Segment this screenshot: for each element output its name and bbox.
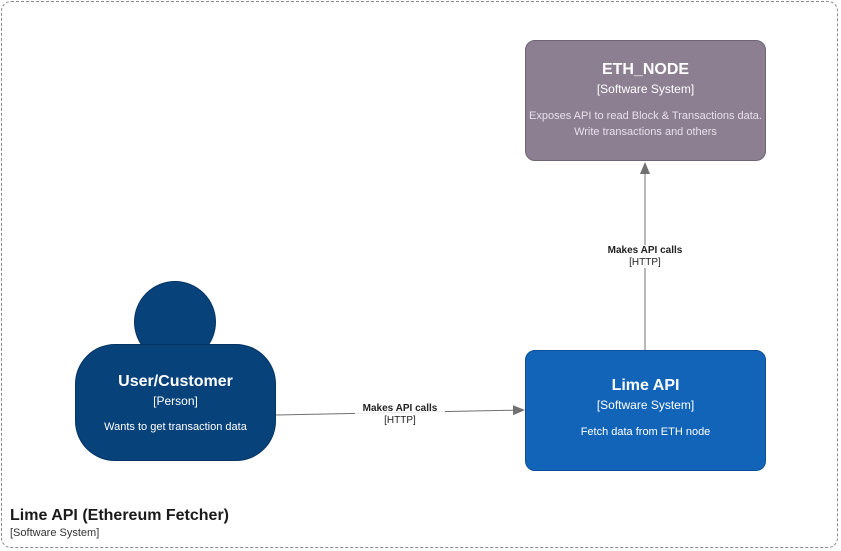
edge-label-text: Makes API calls	[362, 403, 438, 414]
eth-node-type: [Software System]	[596, 82, 695, 96]
eth-node-title: ETH_NODE	[601, 61, 690, 78]
user-title: User/Customer	[118, 373, 233, 390]
lime-api-box[interactable]: Lime API [Software System] Fetch data fr…	[525, 350, 766, 471]
user-type: [Person]	[153, 394, 198, 408]
lime-api-title: Lime API	[611, 377, 680, 394]
eth-node-description: Exposes API to read Block & Transactions…	[529, 110, 762, 138]
user-description: Wants to get transaction data	[104, 421, 247, 433]
lime-api-description: Fetch data from ETH node	[580, 426, 711, 438]
edge-label-lime-to-eth: Makes API calls [HTTP]	[600, 245, 690, 268]
boundary-title: Lime API (Ethereum Fetcher)	[10, 507, 230, 524]
boundary-type: [Software System]	[10, 527, 100, 539]
edge-label-technology: [HTTP]	[384, 415, 416, 426]
user-customer-box[interactable]: User/Customer [Person] Wants to get tran…	[75, 344, 276, 461]
lime-api-type: [Software System]	[596, 398, 695, 412]
edge-label-technology: [HTTP]	[629, 257, 661, 268]
edge-label-user-to-lime: Makes API calls [HTTP]	[355, 403, 445, 426]
eth-node-box[interactable]: ETH_NODE [Software System] Exposes API t…	[525, 40, 766, 161]
edge-label-text: Makes API calls	[607, 245, 683, 256]
